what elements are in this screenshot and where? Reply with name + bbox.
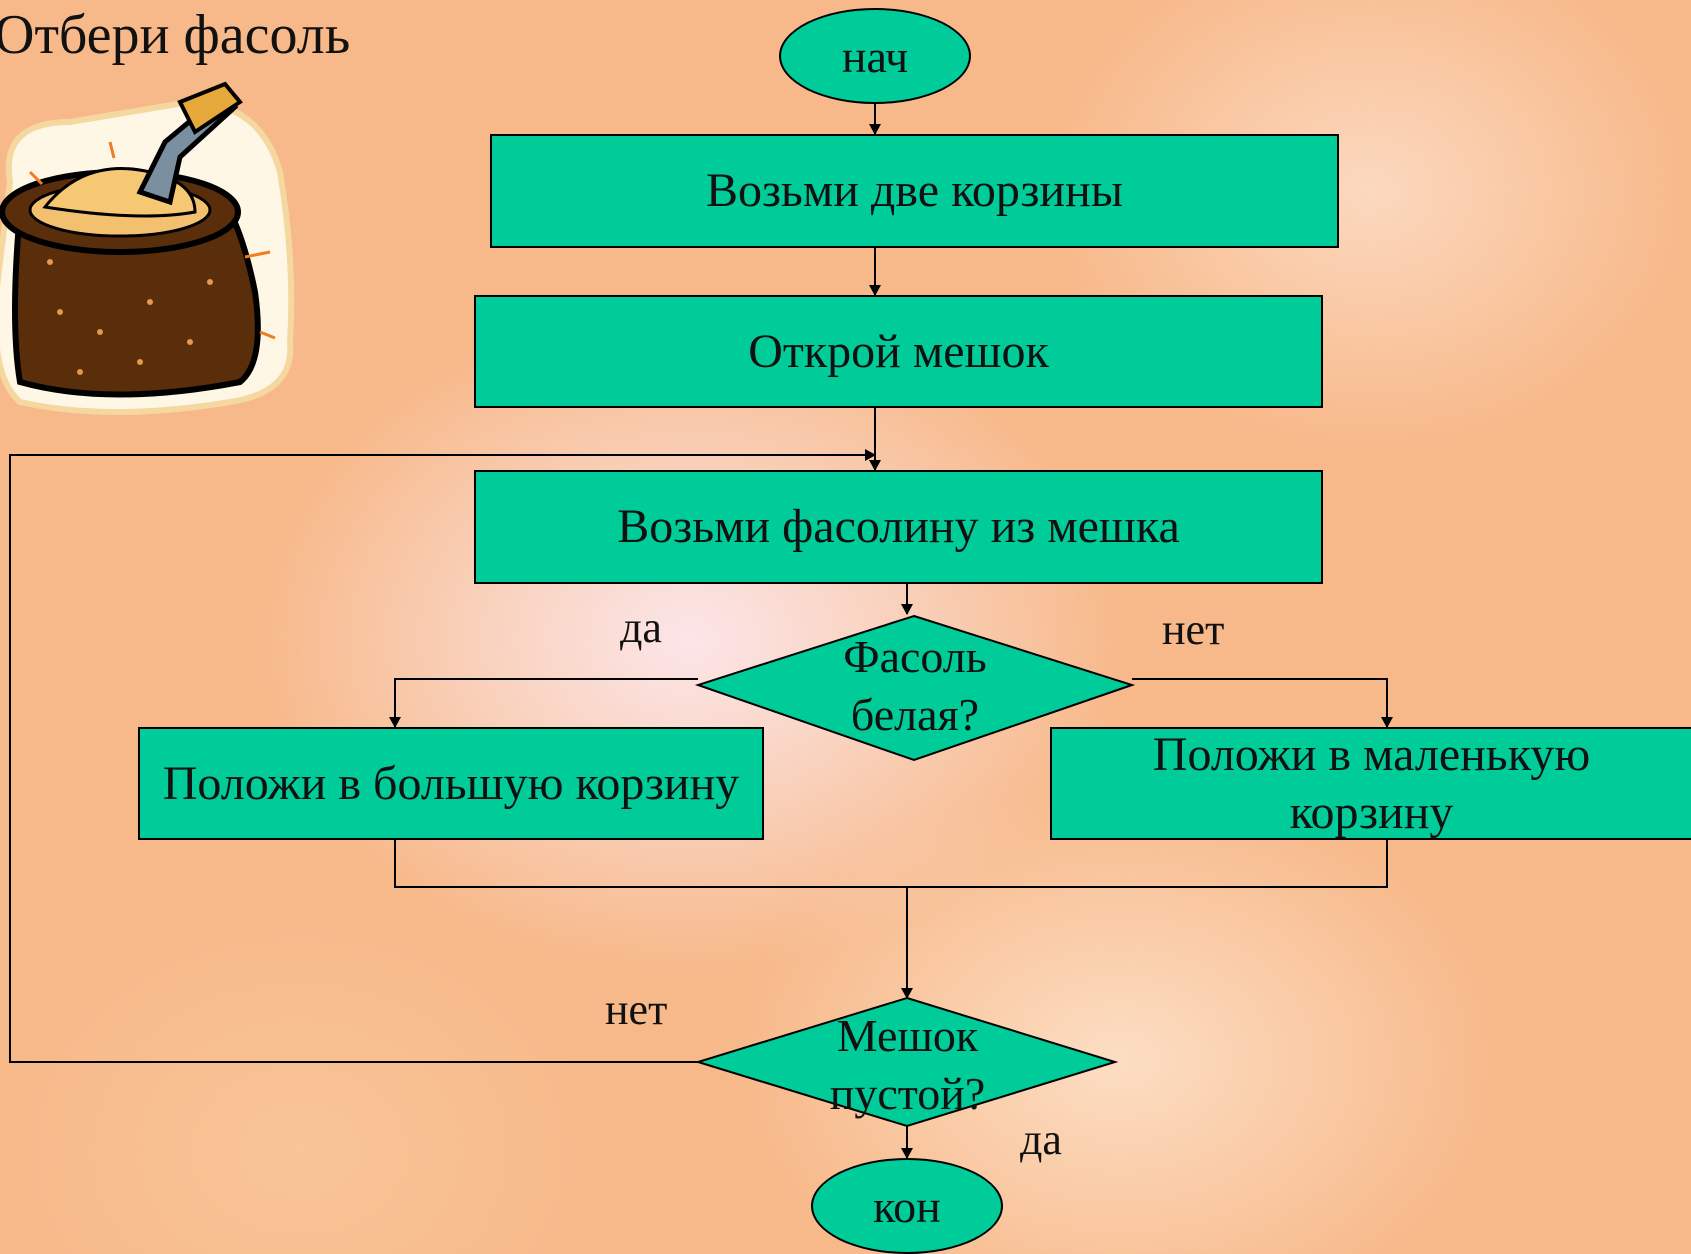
step-take-bean: Возьми фасолину из мешка — [474, 470, 1323, 584]
step-put-big-label: Положи в большую корзину — [162, 756, 740, 810]
decision-white-label: Фасоль белая? — [843, 631, 987, 740]
start-label: нач — [841, 30, 909, 82]
step-take-baskets-label: Возьми две корзины — [705, 164, 1124, 217]
end-terminal: кон — [811, 1158, 1003, 1254]
start-terminal: нач — [779, 8, 971, 104]
decision-white-shape — [694, 614, 1136, 762]
end-label: кон — [873, 1180, 941, 1232]
step-put-big: Положи в большую корзину — [138, 727, 764, 840]
step-put-small: Положи в маленькую корзину — [1050, 727, 1691, 840]
bean-sack-icon — [0, 81, 295, 415]
label-empty-yes: да — [1020, 1115, 1062, 1164]
step-open-bag: Открой мешок — [474, 295, 1323, 408]
step-open-bag-label: Открой мешок — [748, 324, 1049, 378]
decision-empty-label: Мешок пустой? — [829, 1010, 986, 1119]
label-empty-no: нет — [605, 985, 668, 1034]
branch-yes-to-big — [389, 678, 698, 728]
step-put-small-label: Положи в маленькую корзину — [1152, 727, 1591, 839]
step-take-baskets: Возьми две корзины — [490, 134, 1339, 248]
loop-back-no — [9, 449, 876, 1063]
step-take-bean-label: Возьми фасолину из мешка — [617, 500, 1180, 553]
label-white-no: нет — [1162, 605, 1225, 654]
branch-no-to-small — [1132, 678, 1393, 728]
decision-empty-shape — [694, 996, 1119, 1128]
merge-big — [394, 840, 1388, 888]
slide-title: Отбери фасоль — [0, 4, 351, 66]
label-white-yes: да — [620, 603, 662, 652]
